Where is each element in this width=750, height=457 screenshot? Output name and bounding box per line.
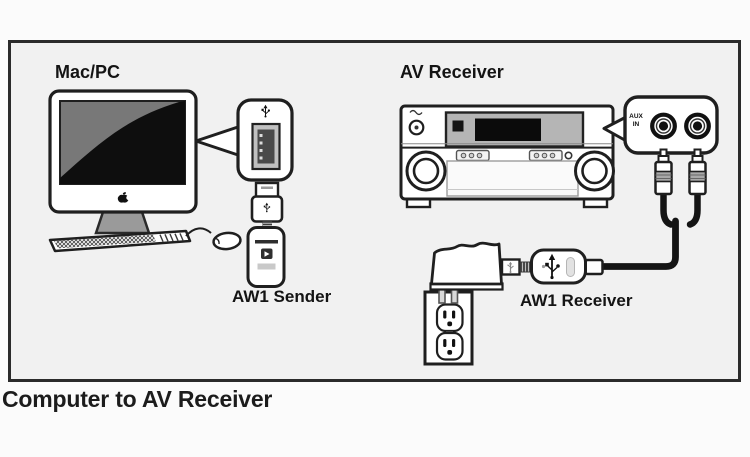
cable-connector: [584, 258, 604, 276]
rca-cables: [596, 188, 701, 270]
computer-label: Mac/PC: [55, 62, 121, 82]
wall-outlet: [423, 290, 474, 366]
rca-jack-right: [684, 112, 711, 140]
rca-jack-left: [650, 112, 677, 140]
av-receiver-label: AV Receiver: [400, 62, 504, 82]
outlet-socket-bottom: [435, 331, 464, 361]
imac-computer: [48, 89, 242, 253]
rca-plug-left: [654, 148, 673, 196]
display-screen: [475, 118, 541, 141]
diagram-caption: Computer to AV Receiver: [2, 386, 273, 412]
callout-pointer: [194, 124, 243, 158]
aux-in-callout: [602, 95, 719, 155]
aw1-sender-label: AW1 Sender: [232, 287, 332, 306]
led-window: [566, 257, 575, 277]
usb-plug: [254, 181, 280, 199]
apple-logo-icon: [117, 192, 132, 203]
aw1-sender: [246, 181, 286, 288]
aw1-receiver-label: AW1 Receiver: [520, 291, 633, 310]
mouse: [212, 231, 242, 251]
aw1-receiver-device: [500, 248, 604, 285]
av-receiver-unit: [399, 104, 615, 209]
mouse-cable: [185, 227, 212, 237]
aux-in-label: AUX IN: [629, 113, 643, 128]
usb-icon: [507, 261, 514, 273]
brand-logo: [409, 109, 423, 116]
usb-port-callout: [194, 98, 294, 182]
rca-plug-right: [688, 148, 707, 196]
usb-icon: [545, 253, 560, 280]
power-adapter: [429, 241, 504, 304]
outlet-socket-top: [435, 303, 464, 333]
